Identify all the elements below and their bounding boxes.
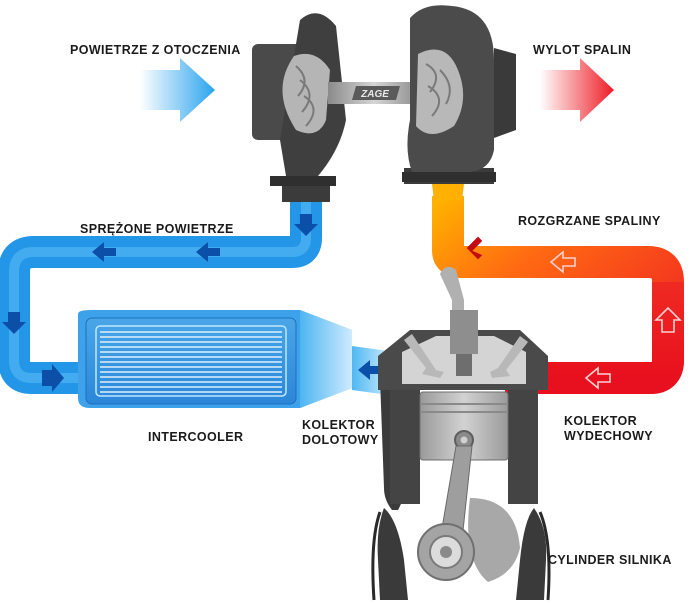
hot-flow-arrows bbox=[466, 236, 682, 390]
compressed-air-pipe bbox=[0, 200, 322, 394]
turbine-inlet-neck bbox=[432, 184, 464, 200]
exhaust-outlet-arrow bbox=[540, 58, 614, 122]
intercooler bbox=[78, 310, 352, 408]
label-exhaust-outlet: WYLOT SPALIN bbox=[533, 43, 632, 57]
label-intake-manifold-line2: DOLOTOWY bbox=[302, 433, 379, 447]
turbo-logo: ZAGE bbox=[360, 89, 389, 100]
turbocharger: ZAGE bbox=[252, 5, 516, 186]
hot-exhaust-pipe bbox=[432, 196, 684, 394]
label-exhaust-manifold-line2: WYDECHOWY bbox=[564, 429, 654, 443]
label-engine-cylinder: CYLINDER SILNIKA bbox=[548, 553, 672, 567]
cold-flow-arrows bbox=[2, 214, 318, 392]
label-intake-manifold-line1: KOLEKTOR bbox=[302, 418, 376, 432]
label-intercooler: INTERCOOLER bbox=[148, 430, 244, 444]
ambient-air-arrow bbox=[140, 58, 215, 122]
label-hot-exhaust: ROZGRZANE SPALINY bbox=[518, 214, 661, 228]
intake-flow-arrow bbox=[358, 360, 382, 380]
label-exhaust-manifold-line1: KOLEKTOR bbox=[564, 414, 638, 428]
label-ambient-air: POWIETRZE Z OTOCZENIA bbox=[70, 43, 241, 57]
label-compressed-air: SPRĘŻONE POWIETRZE bbox=[80, 222, 234, 236]
engine-cylinder bbox=[371, 266, 551, 601]
